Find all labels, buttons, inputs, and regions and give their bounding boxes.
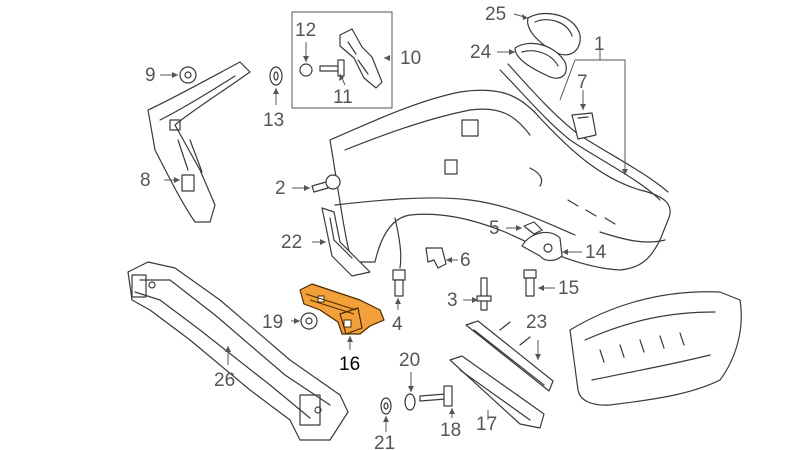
callout-labels: 25 1 24 7 9 12 10 11 13 8 2 22 6 5 14 15… — [140, 4, 607, 450]
callout-7[interactable]: 7 — [577, 72, 588, 93]
part-14[interactable] — [521, 231, 563, 262]
callout-16[interactable]: 16 — [339, 354, 360, 375]
callout-21[interactable]: 21 — [374, 433, 395, 450]
callout-6[interactable]: 6 — [460, 250, 471, 271]
part-21[interactable] — [380, 397, 392, 415]
part-11[interactable] — [319, 59, 345, 77]
part-10[interactable] — [339, 28, 383, 89]
callout-23[interactable]: 23 — [526, 312, 547, 333]
callout-11[interactable]: 11 — [333, 87, 353, 108]
part-15[interactable] — [523, 269, 537, 297]
callout-17[interactable]: 17 — [476, 414, 497, 435]
bumper-lower-corner[interactable] — [569, 291, 742, 406]
callout-20[interactable]: 20 — [399, 350, 420, 371]
callout-13[interactable]: 13 — [263, 110, 284, 131]
group-box — [291, 11, 393, 109]
part-16-highlighted[interactable] — [299, 283, 385, 335]
part-24[interactable] — [514, 42, 567, 79]
arrowheads — [172, 14, 628, 422]
part-18[interactable] — [419, 385, 453, 407]
part-3[interactable] — [476, 277, 492, 311]
part-19[interactable] — [300, 312, 318, 330]
part-2[interactable] — [311, 174, 341, 193]
part-26[interactable] — [127, 261, 349, 441]
part-22[interactable] — [321, 207, 371, 277]
part-13[interactable] — [269, 66, 283, 86]
callout-1[interactable]: 1 — [594, 34, 605, 55]
part-17[interactable] — [449, 355, 545, 429]
part-4[interactable] — [392, 269, 406, 297]
part-23[interactable] — [465, 320, 554, 392]
bumper-cover[interactable] — [329, 89, 671, 271]
part-20[interactable] — [404, 393, 416, 411]
callout-14[interactable]: 14 — [585, 242, 607, 263]
callout-8[interactable]: 8 — [140, 170, 151, 191]
part-6[interactable] — [425, 247, 447, 269]
callout-10[interactable]: 10 — [400, 48, 421, 69]
part-7[interactable] — [571, 112, 597, 140]
part-5[interactable] — [523, 221, 543, 235]
callout-22[interactable]: 22 — [281, 232, 302, 253]
callout-15[interactable]: 15 — [558, 278, 579, 299]
callout-26[interactable]: 26 — [214, 370, 235, 391]
callout-12[interactable]: 12 — [295, 20, 316, 41]
callout-2[interactable]: 2 — [275, 178, 286, 199]
callout-4[interactable]: 4 — [392, 314, 403, 335]
part-9[interactable] — [179, 66, 197, 84]
callout-9[interactable]: 9 — [145, 65, 156, 86]
callout-5[interactable]: 5 — [489, 218, 500, 239]
part-12[interactable] — [299, 63, 313, 77]
callout-3[interactable]: 3 — [447, 290, 458, 311]
callout-19[interactable]: 19 — [262, 312, 283, 333]
part-8[interactable] — [147, 61, 251, 223]
callout-24[interactable]: 24 — [470, 42, 492, 63]
callout-18[interactable]: 18 — [440, 420, 461, 441]
callout-25[interactable]: 25 — [485, 4, 506, 25]
part-25[interactable] — [527, 12, 581, 56]
